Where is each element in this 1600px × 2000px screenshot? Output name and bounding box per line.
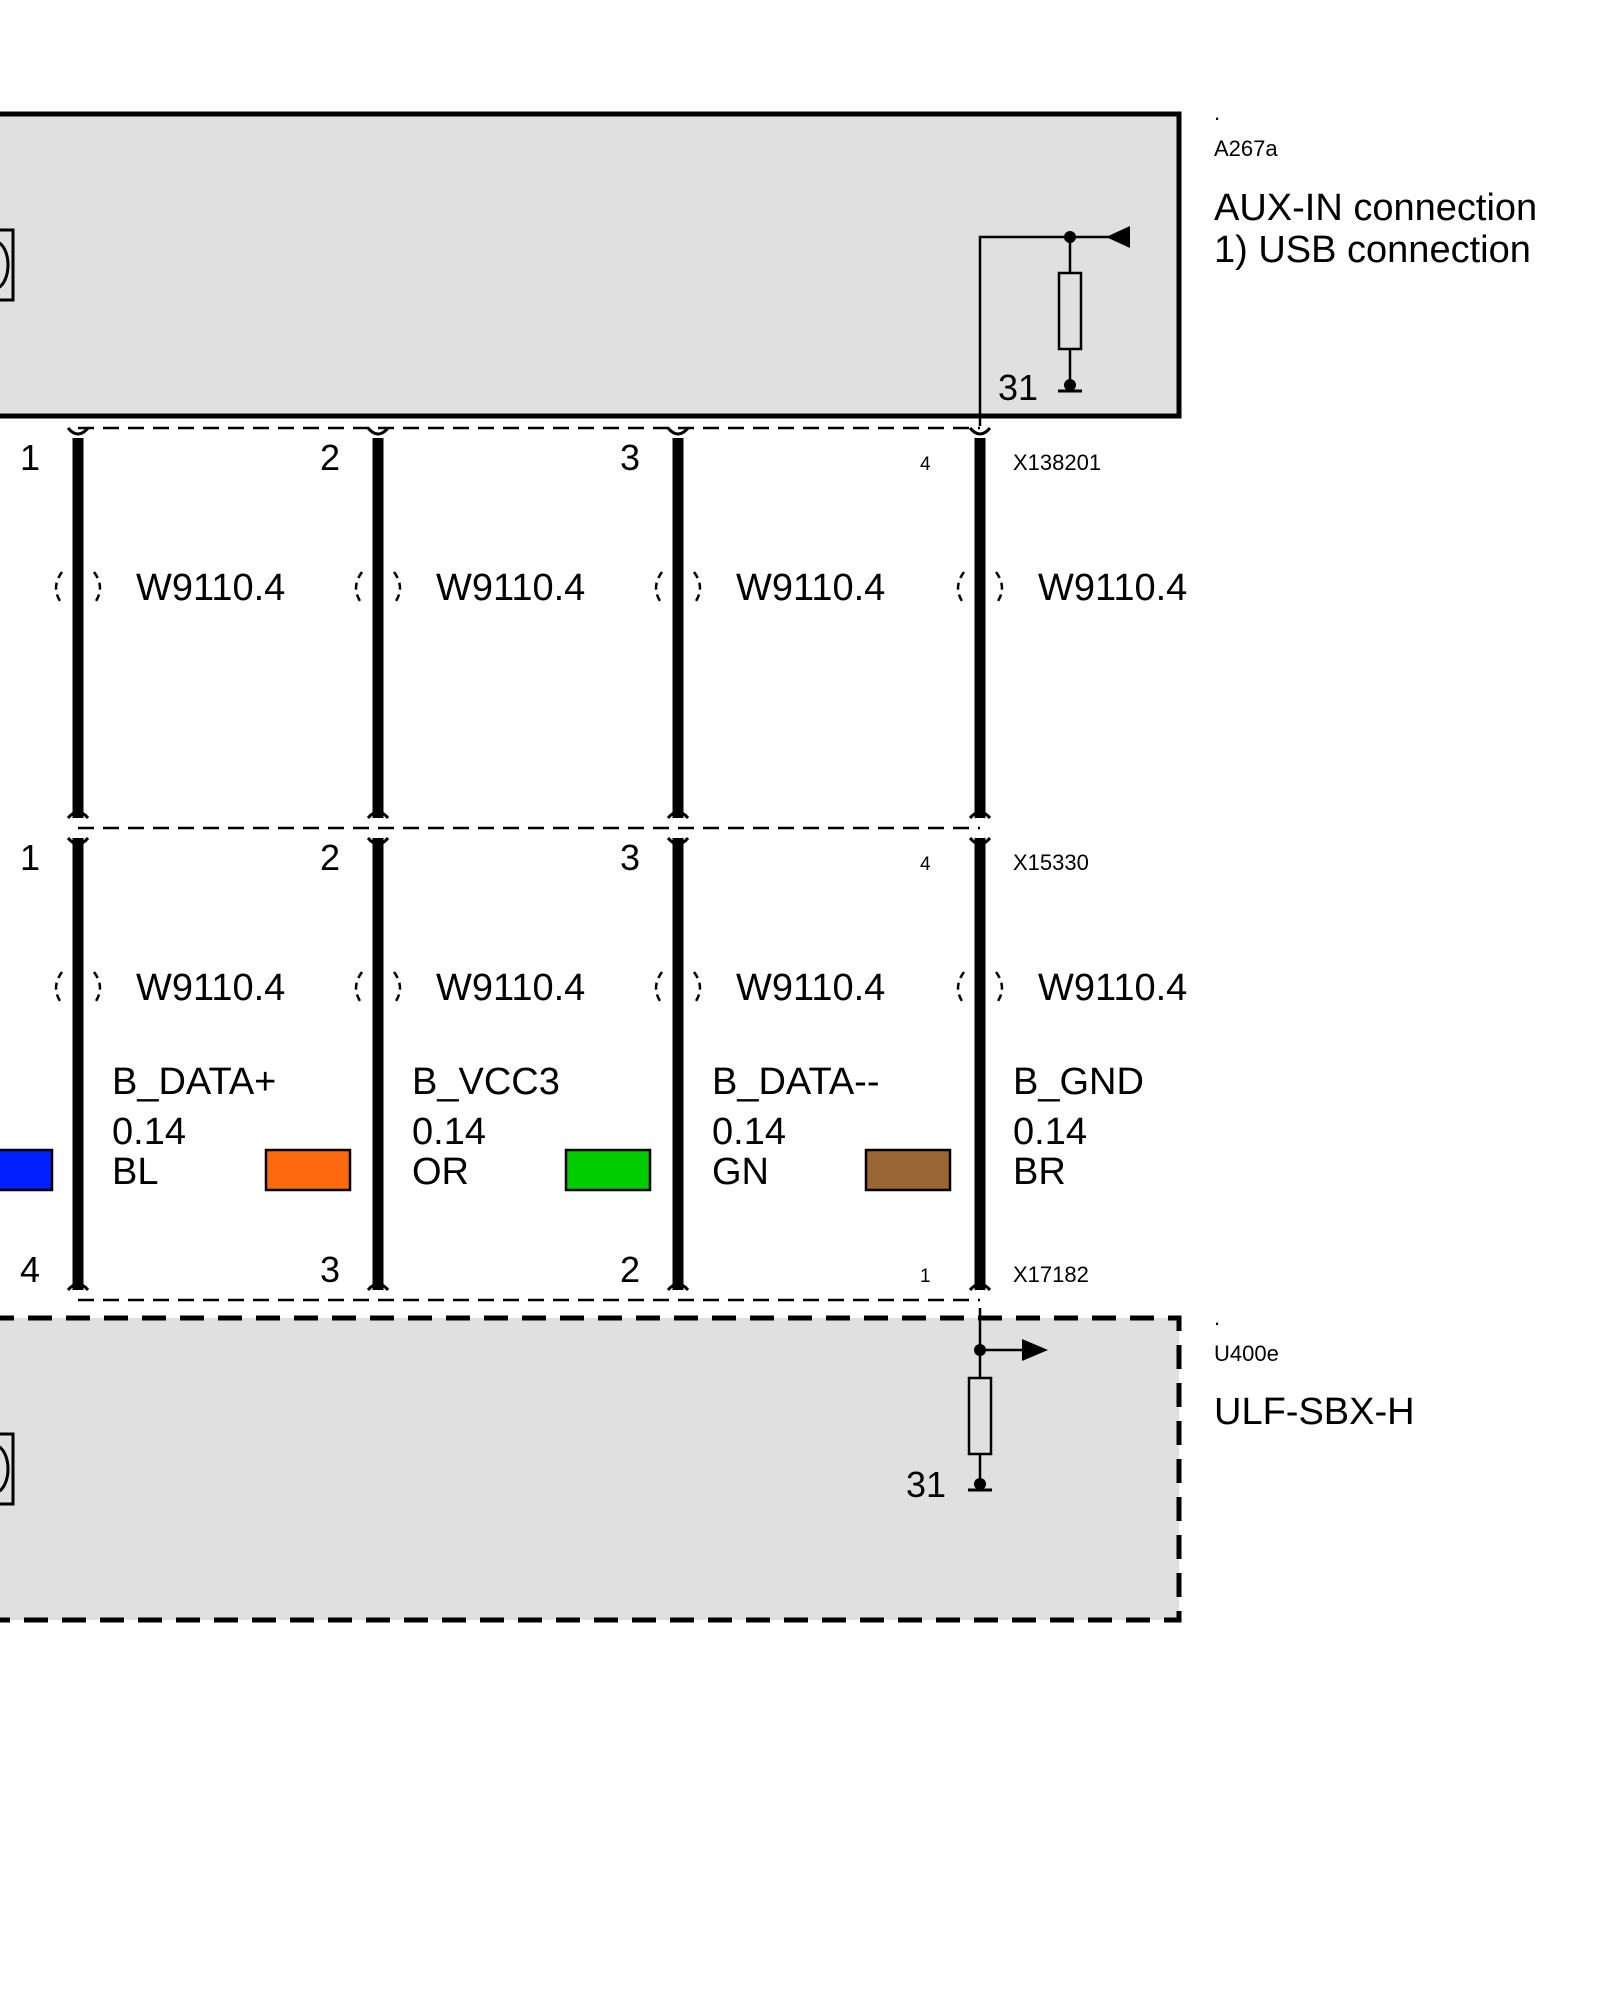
signal-4-color-code: BR [1013, 1151, 1066, 1193]
node-dot [974, 1478, 986, 1490]
harness-label: W9110.4 [1038, 567, 1187, 609]
connector-x138201-id: X138201 [1013, 450, 1101, 475]
signal-1-color-code: BL [112, 1151, 158, 1193]
connector-x138201-pin-1: 1 [20, 437, 40, 478]
harness-label: W9110.4 [136, 567, 285, 609]
signal-4-color-swatch [864, 1148, 952, 1192]
signal-4-gauge: 0.14 [1013, 1111, 1087, 1153]
module-u400e-jack-symbol [0, 1445, 10, 1493]
module-u400e-box [0, 1315, 1182, 1623]
connector-x138201-pin-2: 2 [320, 437, 340, 478]
signal-2-color-swatch [264, 1148, 352, 1192]
connector-x15330-pin-1: 1 [20, 837, 40, 878]
signal-2-color-code: OR [412, 1151, 469, 1193]
module-u400e-ground: 31 [906, 1464, 946, 1505]
module-a267a-title: AUX-IN connection [1214, 187, 1537, 229]
node-dot [1064, 231, 1076, 243]
module-a267a-id: A267a [1214, 136, 1278, 161]
signal-3-gauge: 0.14 [712, 1111, 786, 1153]
module-u400e-dot: . [1214, 1305, 1220, 1330]
signal-3-color-swatch [564, 1148, 652, 1192]
module-u400e-internal-circuit [967, 1308, 1025, 1492]
module-u400e-connector-symbol [0, 1432, 15, 1506]
connector-x15330-pin-4: 4 [920, 854, 931, 875]
module-a267a-ground: 31 [998, 367, 1038, 408]
harness-label: W9110.4 [436, 967, 585, 1009]
signal-2-name: B_VCC3 [412, 1061, 560, 1103]
signal-4-name: B_GND [1013, 1061, 1144, 1103]
module-a267a-box [0, 111, 1182, 419]
signal-1-color-swatch [0, 1148, 54, 1192]
module-u400e-title: ULF-SBX-H [1214, 1391, 1415, 1433]
signal-2-gauge: 0.14 [412, 1111, 486, 1153]
connector-x138201-pin-3: 3 [620, 437, 640, 478]
harness-label: W9110.4 [136, 967, 285, 1009]
connector-x17182-id: X17182 [1013, 1262, 1089, 1287]
module-a267a-connector-symbol [0, 228, 15, 302]
module-a267a-dot: . [1214, 100, 1220, 125]
arrow-out-icon [1022, 1339, 1048, 1361]
wire-2 [366, 426, 390, 1292]
harness-label: W9110.4 [436, 567, 585, 609]
wire-3 [666, 426, 690, 1292]
wire-4 [968, 426, 992, 1292]
connector-x138201-pin-4: 4 [920, 454, 931, 475]
node-dot [974, 1344, 986, 1356]
arrow-in-icon [1106, 226, 1130, 248]
node-dot [1064, 379, 1076, 391]
harness-label: W9110.4 [736, 567, 885, 609]
module-a267a-jack-symbol [0, 241, 10, 289]
connector-x15330-id: X15330 [1013, 850, 1089, 875]
signal-1-gauge: 0.14 [112, 1111, 186, 1153]
harness-label: W9110.4 [736, 967, 885, 1009]
module-u400e-id: U400e [1214, 1341, 1279, 1366]
connector-x15330-pin-3: 3 [620, 837, 640, 878]
harness-break-marks [54, 571, 1004, 1005]
signal-1-name: B_DATA+ [112, 1061, 276, 1103]
harness-label: W9110.4 [1038, 967, 1187, 1009]
connector-x17182-pin-3: 2 [620, 1249, 640, 1290]
connector-x15330-pin-2: 2 [320, 837, 340, 878]
signal-3-name: B_DATA-- [712, 1061, 880, 1103]
wire-1 [66, 426, 90, 1292]
connector-x17182-pin-2: 3 [320, 1249, 340, 1290]
connector-x17182-pin-4: 1 [920, 1266, 931, 1287]
signal-3-color-code: GN [712, 1151, 769, 1193]
module-a267a-subtitle: 1) USB connection [1214, 229, 1531, 271]
connector-x17182-pin-1: 4 [20, 1249, 40, 1290]
